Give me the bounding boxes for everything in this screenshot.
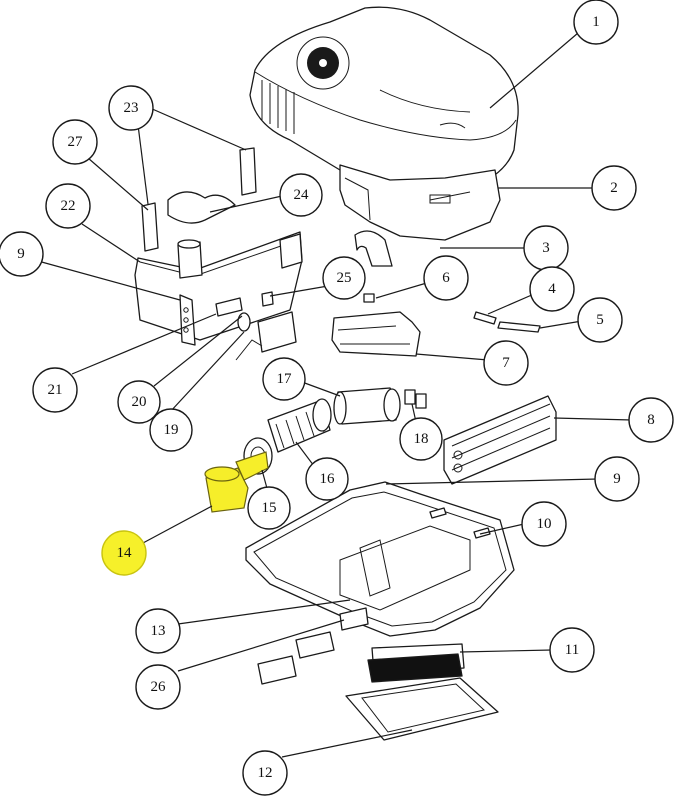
callout-25: 25 <box>322 256 366 300</box>
part-25-capacitor <box>215 291 274 317</box>
callout-4: 4 <box>529 266 575 312</box>
part-14-highlighted-motor <box>204 451 269 513</box>
callout-9-top: 9 <box>0 231 44 277</box>
callout-17: 17 <box>262 357 306 401</box>
part-13-ceiling-tray <box>245 481 515 637</box>
svg-text:9: 9 <box>613 471 621 487</box>
svg-text:2: 2 <box>610 180 618 196</box>
callout-7: 7 <box>483 340 529 386</box>
callout-2: 2 <box>591 165 637 211</box>
part-11-filter <box>367 643 465 683</box>
part-2-housing <box>339 164 501 241</box>
callout-12: 12 <box>242 750 288 796</box>
svg-text:12: 12 <box>258 765 273 781</box>
svg-text:25: 25 <box>337 270 352 286</box>
callout-16: 16 <box>305 457 349 501</box>
callout-18: 18 <box>399 417 443 461</box>
svg-text:7: 7 <box>502 355 510 371</box>
part-18-connector <box>404 389 427 409</box>
part-26-filter-pads <box>257 607 369 685</box>
svg-text:6: 6 <box>442 270 450 286</box>
callout-8: 8 <box>628 397 674 443</box>
svg-text:17: 17 <box>277 371 293 387</box>
svg-text:10: 10 <box>537 516 552 532</box>
leader-lines <box>37 32 633 758</box>
callout-5: 5 <box>577 297 623 343</box>
svg-text:1: 1 <box>592 14 600 30</box>
svg-text:19: 19 <box>164 422 179 438</box>
svg-text:20: 20 <box>132 394 147 410</box>
part-16-blower-wheel <box>267 398 332 453</box>
part-7-wire-harness <box>331 311 421 357</box>
part-12-grille-frame <box>345 677 499 741</box>
callout-10: 10 <box>521 501 567 547</box>
svg-text:24: 24 <box>294 187 310 203</box>
callout-24: 24 <box>279 173 323 217</box>
callout-1: 1 <box>573 0 619 45</box>
svg-text:8: 8 <box>647 412 655 428</box>
callout-19: 19 <box>149 408 193 452</box>
callout-9-right: 9 <box>594 456 640 502</box>
callout-26: 26 <box>135 664 181 710</box>
callout-20: 20 <box>117 380 161 424</box>
part-23-straps <box>141 147 257 252</box>
svg-text:21: 21 <box>48 382 63 398</box>
callout-11: 11 <box>549 627 595 673</box>
svg-text:5: 5 <box>596 312 604 328</box>
callout-3: 3 <box>523 225 569 271</box>
svg-text:16: 16 <box>320 471 336 487</box>
svg-text:22: 22 <box>61 198 76 214</box>
part-3-base-pan <box>354 230 393 267</box>
svg-text:13: 13 <box>151 623 166 639</box>
callout-27: 27 <box>52 119 98 165</box>
callout-21: 21 <box>32 367 78 413</box>
svg-text:18: 18 <box>414 431 429 447</box>
callout-13: 13 <box>135 608 181 654</box>
part-4-part-5-sensors <box>473 311 541 333</box>
svg-text:15: 15 <box>262 500 277 516</box>
part-24-fan-motor <box>167 191 236 279</box>
part-17-motor <box>333 387 401 425</box>
svg-text:27: 27 <box>68 134 84 150</box>
svg-text:4: 4 <box>548 281 556 297</box>
part-1-shroud <box>249 6 519 197</box>
callout-22: 22 <box>45 183 91 229</box>
svg-text:11: 11 <box>565 642 579 658</box>
part-20-bracket <box>235 311 297 361</box>
svg-text:14: 14 <box>117 545 133 561</box>
svg-text:9: 9 <box>17 246 25 262</box>
callout-6: 6 <box>423 255 469 301</box>
callout-15: 15 <box>247 486 291 530</box>
callout-14-highlighted: 14 <box>101 530 147 576</box>
callout-23: 23 <box>108 85 154 131</box>
svg-text:3: 3 <box>542 240 550 256</box>
svg-text:23: 23 <box>124 100 139 116</box>
part-22-blower-bracket <box>134 231 303 346</box>
part-8-coil <box>443 395 557 485</box>
svg-text:26: 26 <box>151 679 167 695</box>
part-6-sensor <box>363 293 375 303</box>
